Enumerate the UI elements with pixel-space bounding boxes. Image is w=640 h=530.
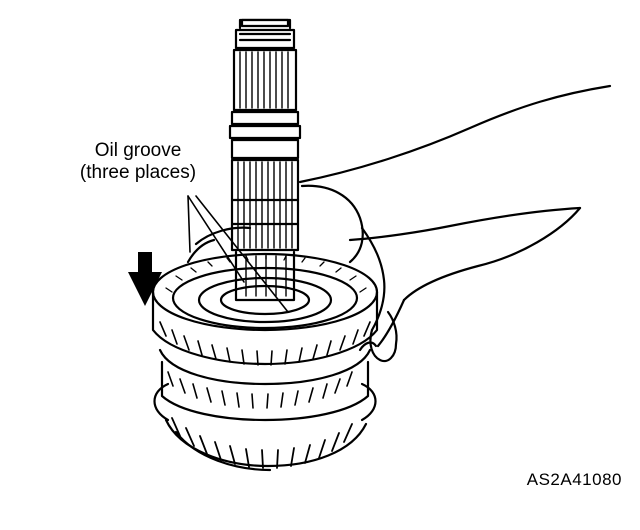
callout-line-2: (three places) — [79, 162, 197, 183]
arrow-down-icon — [128, 252, 162, 306]
callout-line-1: Oil groove — [94, 140, 182, 161]
figure-code: AS2A41080 — [526, 470, 622, 489]
finger-outline — [186, 226, 252, 264]
hand-outline — [298, 84, 612, 363]
gear-stack — [151, 252, 379, 472]
oil-groove-callout: Oil groove (three places) — [58, 140, 218, 184]
main-shaft — [228, 18, 302, 302]
callout-leader-lines — [187, 195, 289, 313]
